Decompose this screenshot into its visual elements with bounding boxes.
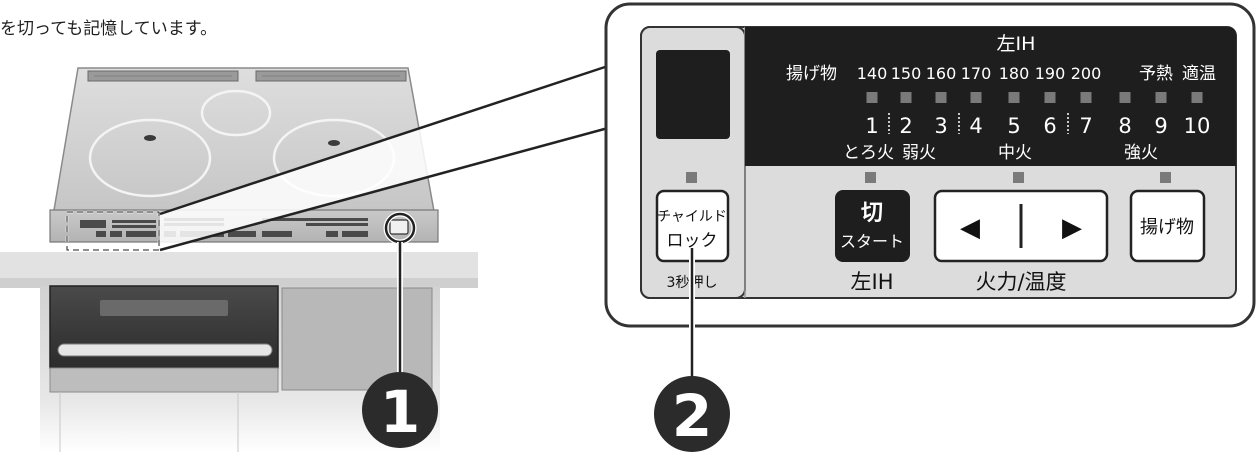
agemono-button-face[interactable]	[1129, 189, 1206, 263]
temperature-label: 150	[891, 64, 922, 83]
child-lock-button[interactable]: チャイルド ロック	[655, 189, 730, 263]
marker-1-number: 1	[380, 378, 420, 446]
heat-level-number: 2	[899, 114, 912, 138]
level-indicator-led	[935, 92, 947, 103]
level-indicator-led	[970, 92, 982, 103]
oven-drawer	[49, 367, 279, 393]
level-indicator-led	[1044, 92, 1056, 103]
heat-level-number: 5	[1007, 114, 1020, 138]
temperature-label: 170	[961, 64, 992, 83]
off-start-label-line1: 切	[861, 201, 883, 226]
marker-1-circle	[362, 372, 438, 448]
preheat-label: 予熱	[1139, 64, 1173, 84]
off-start-button[interactable]: 切 スタート	[835, 190, 910, 262]
temperature-label: 200	[1071, 64, 1102, 83]
power-button-small	[389, 219, 409, 235]
heat-level-number: 3	[934, 114, 947, 138]
burner-mark	[144, 135, 156, 141]
off-start-caption: 左IH	[851, 270, 894, 294]
section-label: 左IH	[997, 33, 1036, 55]
marker-2-number: 2	[672, 382, 712, 450]
level-indicator-led	[866, 92, 878, 103]
caption-text: を切っても記憶しています。	[0, 19, 218, 39]
off-start-button-face[interactable]	[835, 190, 910, 262]
callout-beam	[160, 66, 608, 250]
agemono-mode-label: 揚げ物	[786, 64, 837, 84]
countertop-slab	[0, 252, 478, 282]
marker-1: 1	[362, 372, 438, 448]
indicator-led-row	[866, 92, 1203, 103]
cooktop-illustration	[0, 64, 609, 452]
heat-mid-label: 中火	[998, 143, 1032, 163]
off-start-status-led	[865, 172, 876, 183]
agemono-button-label: 揚げ物	[1140, 217, 1194, 238]
marker-2: 2	[654, 376, 730, 452]
heat-weak-label: 弱火	[902, 143, 936, 163]
decrease-arrow-icon[interactable]: ◀	[960, 213, 980, 243]
temperature-label: 140	[857, 64, 888, 83]
timer-display-window	[656, 50, 730, 139]
callout-line-bottom	[159, 126, 609, 252]
level-indicator-led	[1119, 92, 1131, 103]
agemono-button[interactable]: 揚げ物	[1129, 189, 1206, 263]
countertop-edge	[0, 278, 478, 288]
child-lock-region-highlight-outline	[66, 211, 160, 251]
power-temperature-caption: 火力/温度	[975, 270, 1066, 294]
child-lock-status-led	[686, 172, 697, 183]
burner-mark	[328, 140, 340, 146]
agemono-status-led	[1160, 172, 1171, 183]
temperature-label: 190	[1035, 64, 1066, 83]
heat-level-number: 4	[969, 114, 982, 138]
callout-line-top	[159, 64, 609, 216]
off-start-label-line2: スタート	[840, 232, 904, 251]
oven-handle	[57, 343, 273, 357]
burner-ring-left	[88, 118, 212, 198]
marker-2-circle	[654, 376, 730, 452]
heat-low-label: とろ火	[843, 143, 894, 163]
level-indicator-led	[900, 92, 912, 103]
power-status-led	[1013, 172, 1024, 183]
level-indicator-led	[1080, 92, 1092, 103]
child-lock-label-line1: チャイルド	[657, 209, 727, 225]
heat-level-number: 1	[865, 114, 878, 138]
heat-level-number: 8	[1118, 114, 1131, 138]
temperature-label: 180	[999, 64, 1030, 83]
heat-strong-label: 強火	[1124, 143, 1158, 163]
oven-window	[100, 300, 228, 316]
increase-arrow-icon[interactable]: ▶	[1062, 213, 1082, 243]
child-lock-label-line2: ロック	[667, 231, 718, 251]
optimal-temp-label: 適温	[1182, 64, 1216, 84]
heat-level-number: 7	[1079, 114, 1092, 138]
heat-level-number: 6	[1043, 114, 1056, 138]
power-temperature-button[interactable]: ◀ ▶	[933, 189, 1109, 263]
heat-level-number: 9	[1154, 114, 1167, 138]
level-indicator-led	[1008, 92, 1020, 103]
level-indicator-led	[1191, 92, 1203, 103]
heat-level-number: 10	[1184, 114, 1211, 138]
indicator-display-strip	[745, 27, 1236, 166]
burner-ring-rear	[200, 89, 272, 137]
temperature-label: 160	[926, 64, 957, 83]
level-indicator-led	[1155, 92, 1167, 103]
